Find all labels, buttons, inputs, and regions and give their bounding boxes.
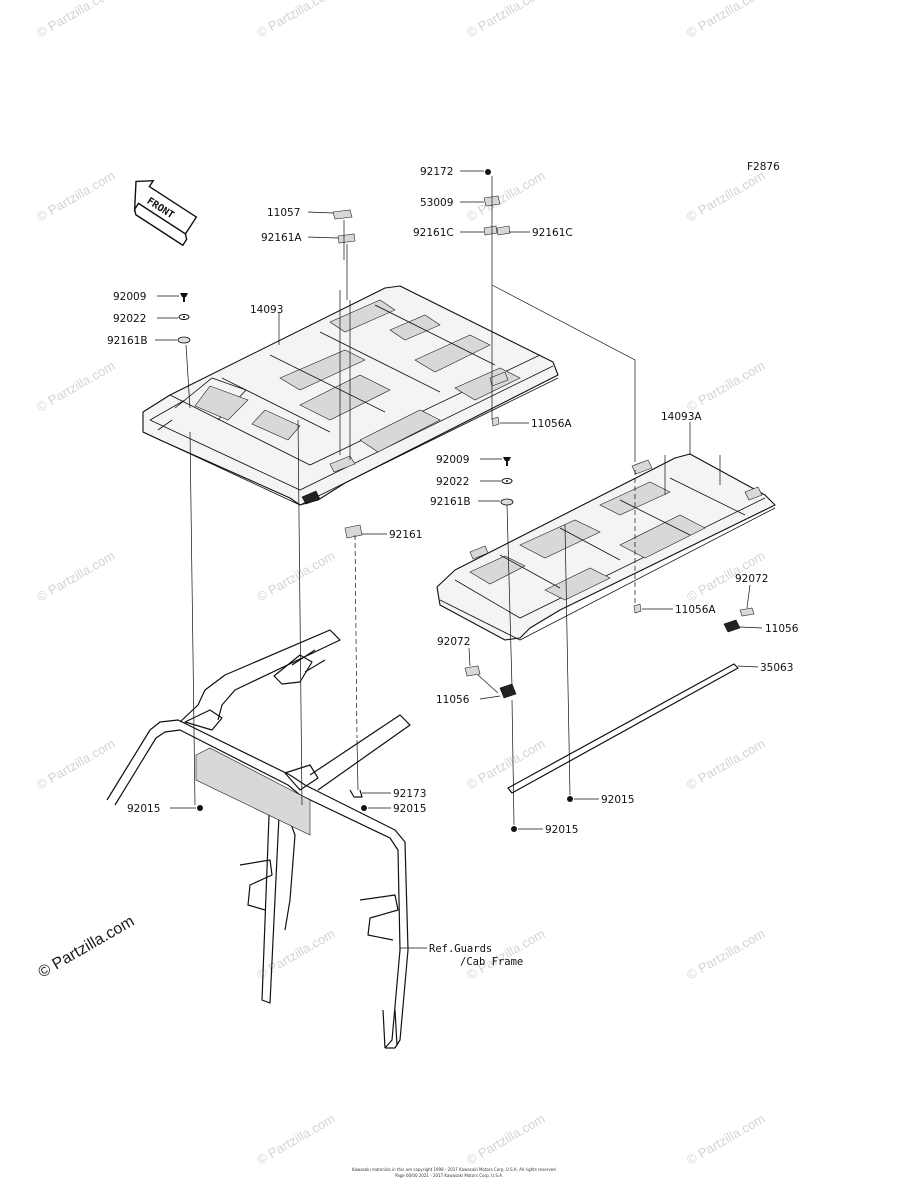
callout-11056-left: 11056	[436, 694, 470, 706]
callout-11056A-right: 11056A	[675, 604, 716, 616]
callout-92161B-mid: 92161B	[430, 496, 471, 508]
watermark: © Partzilla.com	[464, 0, 547, 41]
watermark: © Partzilla.com	[34, 168, 117, 225]
callout-53009: 53009	[420, 197, 453, 209]
callout-11056-right: 11056	[765, 623, 799, 635]
figure-code: F2876	[747, 161, 780, 173]
watermark: © Partzilla.com	[684, 1111, 767, 1168]
callout-92072-left: 92072	[437, 636, 470, 648]
callout-92015-c: 92015	[601, 794, 634, 806]
watermark: © Partzilla.com	[684, 736, 767, 793]
watermark: © Partzilla.com	[684, 926, 767, 983]
watermark: © Partzilla.com	[254, 0, 337, 41]
roof-panel-14093	[142, 285, 559, 506]
roof-panel-14093A	[436, 453, 776, 641]
watermark: © Partzilla.com	[34, 0, 117, 41]
assembly-lines	[185, 176, 721, 826]
watermark-prominent: © Partzilla.com	[36, 913, 138, 982]
watermark: © Partzilla.com	[254, 1111, 337, 1168]
watermark: © Partzilla.com	[464, 168, 547, 225]
callout-92009-mid: 92009	[436, 454, 469, 466]
reference-note: Ref.Guards /Cab Frame	[429, 943, 523, 968]
callout-92022-mid: 92022	[436, 476, 469, 488]
watermark: © Partzilla.com	[684, 358, 767, 415]
callout-92015-d: 92015	[545, 824, 578, 836]
callout-92015-a: 92015	[393, 803, 426, 815]
ref-note-line1: Ref.Guards	[429, 943, 492, 955]
callout-labels: 92172 53009 92161C 92161C 11057 92161A 9…	[107, 166, 799, 836]
watermark: © Partzilla.com	[464, 1111, 547, 1168]
callout-92161: 92161	[389, 529, 422, 541]
callout-92161B-left: 92161B	[107, 335, 148, 347]
copyright-line1: Kawasaki materials in this are copyright…	[352, 1167, 556, 1172]
watermark: © Partzilla.com	[34, 358, 117, 415]
callout-92072-right: 92072	[735, 573, 768, 585]
callout-92161C-right: 92161C	[532, 227, 573, 239]
watermark: © Partzilla.com	[254, 926, 337, 983]
watermark: © Partzilla.com	[34, 548, 117, 605]
watermark: © Partzilla.com	[254, 548, 337, 605]
watermark-layer: © Partzilla.com © Partzilla.com © Partzi…	[34, 0, 767, 1168]
watermark: © Partzilla.com	[684, 168, 767, 225]
callout-11057: 11057	[267, 207, 300, 219]
copyright-line2: Page 00/00 2021 - 2017 Kawasaki Motors C…	[395, 1173, 503, 1178]
callout-11056A-top: 11056A	[531, 418, 572, 430]
callout-92022-left: 92022	[113, 313, 146, 325]
callout-92172: 92172	[420, 166, 453, 178]
watermark: © Partzilla.com	[684, 0, 767, 41]
copyright-footer: Kawasaki materials in this are copyright…	[352, 1167, 556, 1178]
front-arrow-icon: FRONT	[133, 179, 198, 247]
callout-92161A: 92161A	[261, 232, 302, 244]
watermark: © Partzilla.com	[464, 736, 547, 793]
callout-92009-left: 92009	[113, 291, 146, 303]
ref-note-line2: /Cab Frame	[460, 956, 523, 968]
callout-92161C-left: 92161C	[413, 227, 454, 239]
callout-14093: 14093	[250, 304, 283, 316]
leader-lines	[155, 170, 763, 949]
callout-92173: 92173	[393, 788, 426, 800]
cab-frame	[106, 629, 411, 1049]
callout-35063: 35063	[760, 662, 793, 674]
callout-14093A: 14093A	[661, 411, 702, 423]
watermark: © Partzilla.com	[34, 736, 117, 793]
callout-92015-b: 92015	[127, 803, 160, 815]
